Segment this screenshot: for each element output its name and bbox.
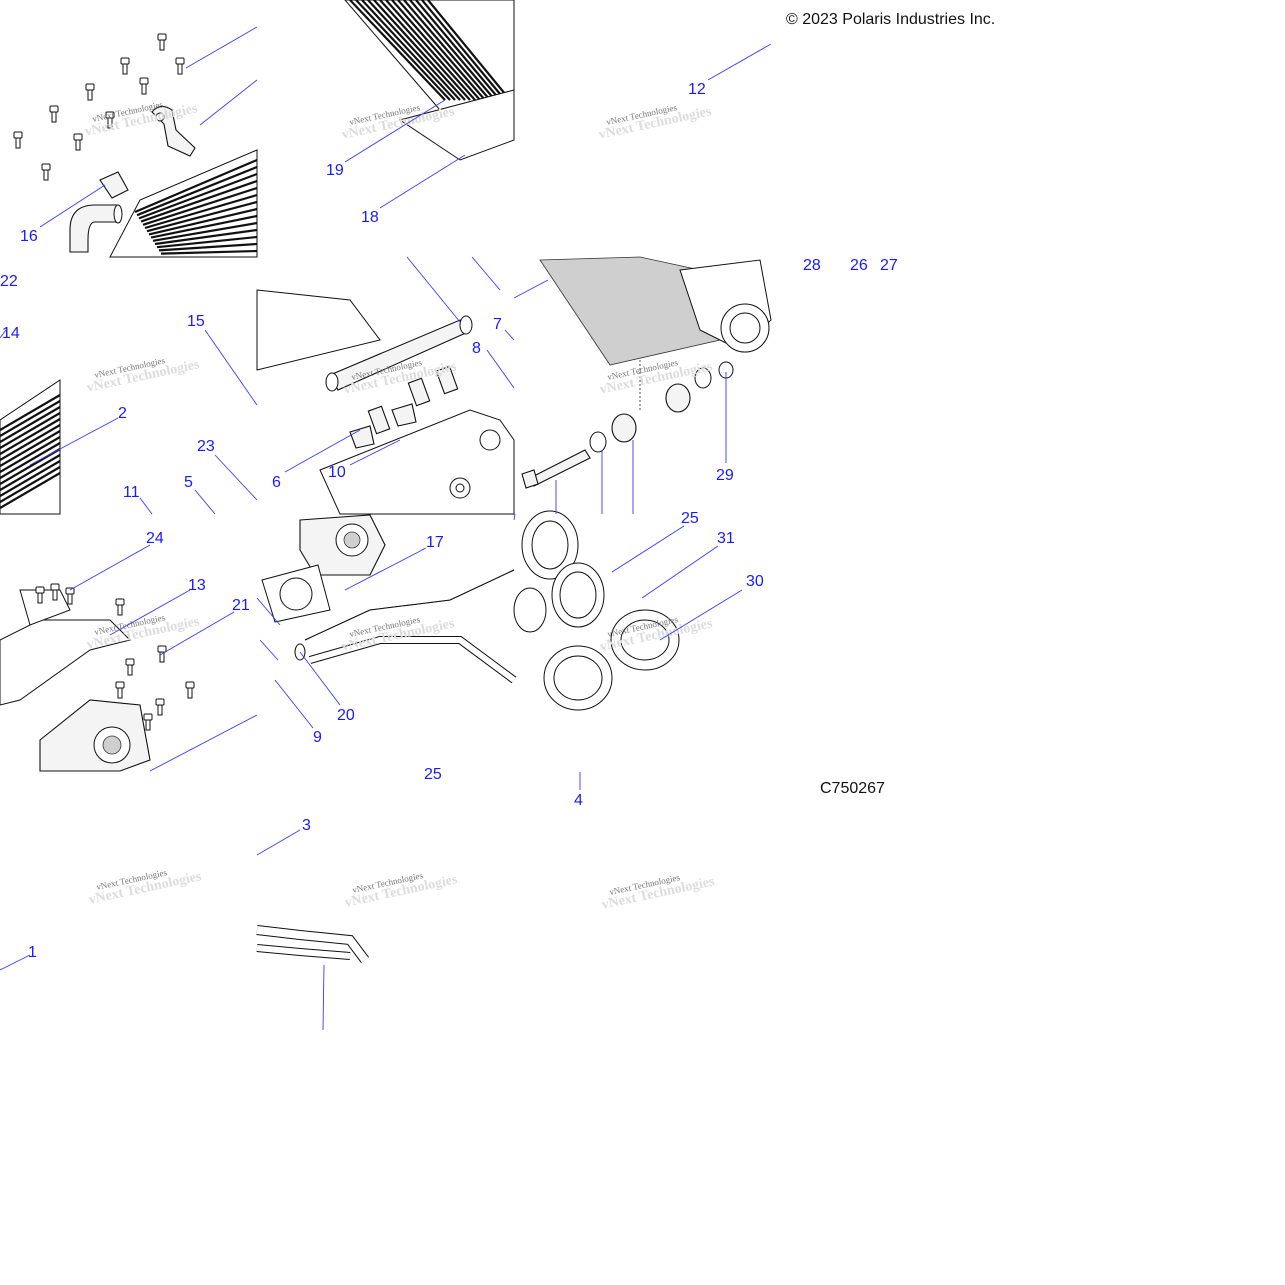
bolt-set-lower-left — [35, 583, 195, 731]
callout-29: 29 — [716, 467, 734, 484]
callout-18: 18 — [361, 209, 379, 226]
callout-13: 13 — [188, 577, 206, 594]
callout-2: 2 — [118, 405, 127, 422]
lower-hose — [256, 925, 369, 963]
bolt-set-top-left — [13, 33, 185, 181]
bolt — [13, 131, 23, 149]
bolt — [185, 681, 195, 699]
callout-9: 9 — [313, 729, 322, 746]
diagram-code: C750267 — [820, 780, 885, 797]
bolt — [157, 33, 167, 51]
fuel-rail — [325, 315, 473, 392]
throttle-body-lower — [39, 699, 151, 772]
callout-25a: 25 — [681, 510, 699, 527]
bolt — [175, 57, 185, 75]
callout-1: 1 — [28, 944, 37, 961]
callout-19: 19 — [326, 162, 344, 179]
callout-31: 31 — [717, 530, 735, 547]
leader-lines — [0, 26, 772, 1031]
bolt — [105, 111, 115, 129]
intake-duct — [256, 89, 515, 371]
mounting-bracket — [151, 105, 196, 157]
bolt — [85, 83, 95, 101]
hose-clamps — [513, 510, 680, 711]
throttle-body — [299, 514, 386, 576]
callout-11: 11 — [123, 484, 140, 501]
callout-4: 4 — [574, 792, 583, 809]
intercooler-core-left — [109, 149, 258, 258]
bolt — [157, 645, 167, 663]
fuel-injectors — [349, 365, 459, 449]
bolt — [115, 598, 125, 616]
bolt — [73, 133, 83, 151]
callout-16: 16 — [20, 228, 38, 245]
callout-27: 27 — [880, 257, 898, 274]
callout-8: 8 — [472, 340, 481, 357]
mount-hardware — [521, 360, 734, 489]
callout-6: 6 — [272, 474, 281, 491]
intercooler-core-top — [344, 0, 515, 111]
airbox-housing — [539, 256, 772, 366]
callout-23: 23 — [197, 438, 215, 455]
callout-22: 22 — [0, 273, 18, 290]
bolt — [41, 163, 51, 181]
bolt — [155, 698, 165, 716]
callout-30: 30 — [746, 573, 764, 590]
copyright-notice: © 2023 Polaris Industries Inc. — [786, 11, 996, 28]
callout-24: 24 — [146, 530, 164, 547]
bolt — [125, 658, 135, 676]
intercooler-core-mid-left — [0, 379, 61, 515]
callout-3: 3 — [302, 817, 311, 834]
callout-15: 15 — [187, 313, 205, 330]
callout-labels: 1 2 3 4 5 6 7 8 9 10 11 12 13 14 15 16 1… — [0, 81, 898, 961]
intake-plenum — [319, 409, 515, 515]
bolt — [115, 681, 125, 699]
callout-14: 14 — [2, 325, 20, 342]
callout-17: 17 — [426, 534, 444, 551]
callout-5: 5 — [184, 474, 193, 491]
callout-12: 12 — [688, 81, 706, 98]
callout-20: 20 — [337, 707, 355, 724]
throttle-body-gasket — [261, 564, 331, 623]
bolt — [143, 713, 153, 731]
callout-7: 7 — [493, 316, 502, 333]
callout-10: 10 — [328, 464, 346, 481]
callout-28: 28 — [803, 257, 821, 274]
bolt — [120, 57, 130, 75]
breather-tubes — [294, 569, 517, 684]
bolt — [65, 587, 75, 605]
coolant-hose-fitting — [69, 171, 129, 253]
callout-25b: 25 — [424, 766, 442, 783]
bolt — [49, 105, 59, 123]
bolt — [35, 586, 45, 604]
callout-21: 21 — [232, 597, 250, 614]
callout-26: 26 — [850, 257, 868, 274]
bolt — [50, 583, 60, 601]
bolt — [139, 77, 149, 95]
